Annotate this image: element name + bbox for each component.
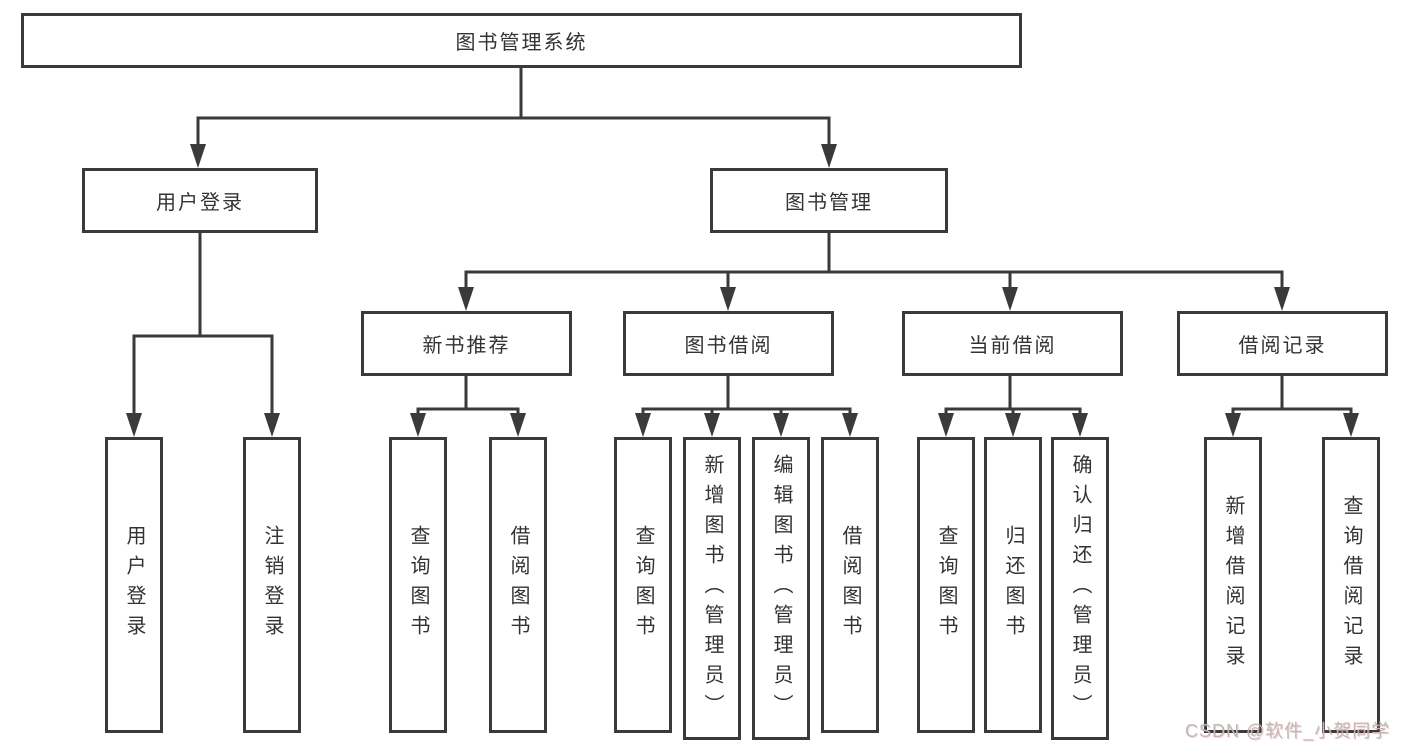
leaf-label: 新增图书（管理员） [701,453,723,724]
leaf-label: 查询图书 [407,525,429,645]
leaf-label: 编辑图书（管理员） [770,453,792,724]
node-label: 用户登录 [156,192,244,214]
leaf-return-books: 归还图书 [984,437,1042,733]
leaf-edit-books-admin: 编辑图书（管理员） [752,437,810,740]
leaf-label: 注销登录 [261,525,283,645]
leaf-query-books-current: 查询图书 [917,437,975,733]
leaf-confirm-return-admin: 确认归还（管理员） [1051,437,1109,740]
node-label: 当前借阅 [968,335,1057,357]
node-user-login: 用户登录 [82,168,318,233]
leaf-label: 新增借阅记录 [1222,495,1244,675]
node-label: 借阅记录 [1238,335,1327,357]
leaf-add-borrow-record: 新增借阅记录 [1204,437,1262,733]
leaf-borrow-books: 借阅图书 [821,437,879,733]
csdn-watermark: CSDN @软件_小贺同学 [1185,721,1391,741]
node-current-borrowing: 当前借阅 [902,311,1123,376]
node-label: 新书推荐 [422,335,511,357]
leaf-label: 归还图书 [1002,525,1024,645]
node-label: 图书管理系统 [455,32,588,54]
leaf-add-books-admin: 新增图书（管理员） [683,437,741,740]
leaf-label: 查询图书 [935,525,957,645]
leaf-user-login: 用户登录 [105,437,163,733]
leaf-label: 用户登录 [123,525,145,645]
leaf-label: 借阅图书 [507,525,529,645]
leaf-query-books-recommend: 查询图书 [389,437,447,733]
leaf-logout: 注销登录 [243,437,301,733]
leaf-borrow-books-recommend: 借阅图书 [489,437,547,733]
leaf-query-books-borrow: 查询图书 [614,437,672,733]
node-book-management: 图书管理 [710,168,948,233]
leaf-label: 借阅图书 [839,525,861,645]
node-book-borrowing: 图书借阅 [623,311,834,376]
node-library-management-system: 图书管理系统 [21,13,1022,68]
node-new-book-recommendation: 新书推荐 [361,311,572,376]
node-borrowing-records: 借阅记录 [1177,311,1388,376]
leaf-label: 确认归还（管理员） [1069,453,1091,724]
leaf-query-borrow-record: 查询借阅记录 [1322,437,1380,733]
leaf-label: 查询借阅记录 [1340,495,1362,675]
node-label: 图书管理 [785,192,873,214]
leaf-label: 查询图书 [632,525,654,645]
node-label: 图书借阅 [684,335,773,357]
